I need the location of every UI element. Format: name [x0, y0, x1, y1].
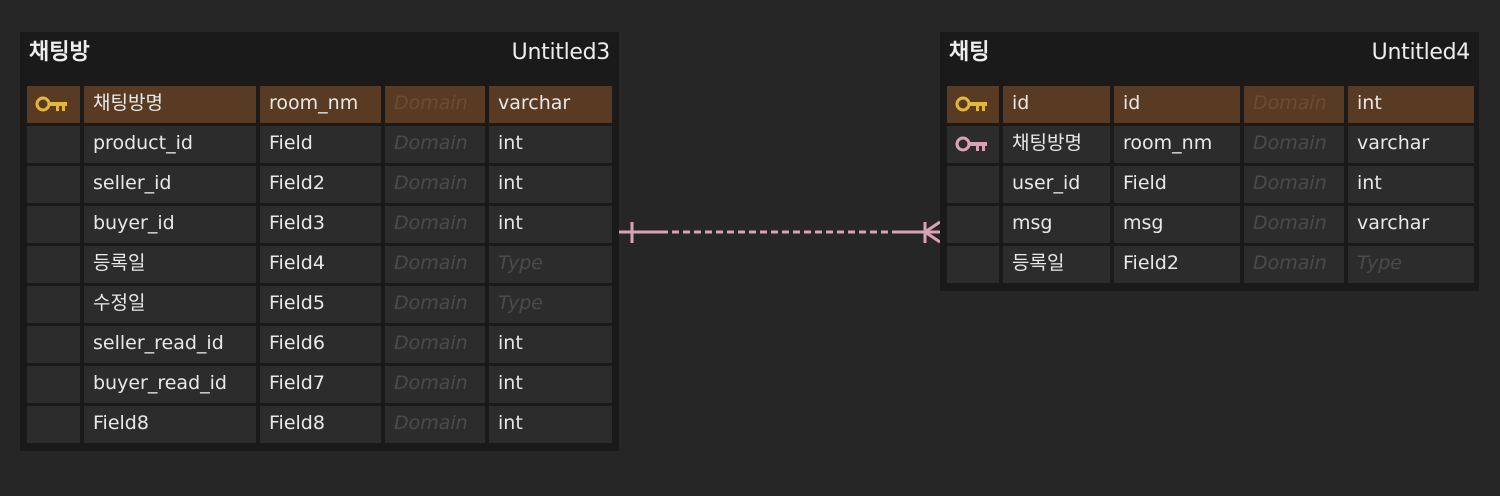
physical-name-cell[interactable]: Field2: [1114, 246, 1240, 283]
domain-cell[interactable]: Domain: [385, 86, 485, 123]
data-type-cell[interactable]: varchar: [489, 86, 612, 123]
table-name[interactable]: 채팅: [949, 40, 990, 65]
domain-cell[interactable]: Domain: [1244, 246, 1344, 283]
data-type-cell[interactable]: varchar: [1348, 206, 1474, 243]
key-cell[interactable]: [947, 246, 999, 283]
data-type-cell[interactable]: int: [489, 406, 612, 443]
physical-name-cell[interactable]: Field6: [260, 326, 381, 363]
key-cell[interactable]: [947, 166, 999, 203]
key-cell[interactable]: [947, 206, 999, 243]
domain-cell[interactable]: Domain: [1244, 126, 1344, 163]
key-cell[interactable]: [947, 126, 999, 163]
domain-cell[interactable]: Domain: [385, 126, 485, 163]
key-cell[interactable]: [27, 166, 80, 203]
logical-name-cell[interactable]: 채팅방명: [84, 86, 256, 123]
table-comment[interactable]: Untitled3: [511, 40, 611, 65]
logical-name-cell[interactable]: 수정일: [84, 286, 256, 323]
physical-name-cell[interactable]: Field4: [260, 246, 381, 283]
domain-cell[interactable]: Domain: [385, 286, 485, 323]
domain-cell[interactable]: Domain: [1244, 86, 1344, 123]
key-cell[interactable]: [27, 126, 80, 163]
data-type-cell[interactable]: int: [489, 366, 612, 403]
table-name[interactable]: 채팅방: [29, 40, 90, 65]
data-type-cell[interactable]: varchar: [1348, 126, 1474, 163]
key-cell[interactable]: [27, 246, 80, 283]
physical-name-cell[interactable]: Field8: [260, 406, 381, 443]
domain-cell[interactable]: Domain: [385, 406, 485, 443]
logical-name-cell[interactable]: 채팅방명: [1003, 126, 1110, 163]
logical-name-cell[interactable]: 등록일: [84, 246, 256, 283]
physical-name-cell[interactable]: Field2: [260, 166, 381, 203]
data-type-cell[interactable]: Type: [489, 246, 612, 283]
table-header[interactable]: 채팅방 Untitled3: [20, 32, 619, 76]
physical-name-cell[interactable]: Field3: [260, 206, 381, 243]
logical-name-cell[interactable]: buyer_id: [84, 206, 256, 243]
domain-cell[interactable]: Domain: [385, 246, 485, 283]
data-type-cell[interactable]: Type: [489, 286, 612, 323]
key-cell[interactable]: [27, 366, 80, 403]
key-cell[interactable]: [27, 86, 80, 123]
logical-name-cell[interactable]: msg: [1003, 206, 1110, 243]
data-type-cell[interactable]: int: [1348, 166, 1474, 203]
logical-name-cell[interactable]: seller_read_id: [84, 326, 256, 363]
data-type-cell[interactable]: int: [489, 206, 612, 243]
logical-name-cell[interactable]: user_id: [1003, 166, 1110, 203]
domain-cell[interactable]: Domain: [1244, 166, 1344, 203]
domain-cell[interactable]: Domain: [385, 206, 485, 243]
relationship-crow-foot-lower: [924, 230, 941, 244]
logical-name-cell[interactable]: product_id: [84, 126, 256, 163]
logical-name-cell[interactable]: Field8: [84, 406, 256, 443]
physical-name-cell[interactable]: Field: [1114, 166, 1240, 203]
table-header[interactable]: 채팅 Untitled4: [940, 32, 1479, 76]
physical-name-cell[interactable]: Field: [260, 126, 381, 163]
physical-name-cell[interactable]: msg: [1114, 206, 1240, 243]
key-cell[interactable]: [27, 206, 80, 243]
data-type-cell[interactable]: int: [1348, 86, 1474, 123]
logical-name-cell[interactable]: seller_id: [84, 166, 256, 203]
domain-cell[interactable]: Domain: [385, 366, 485, 403]
key-cell[interactable]: [27, 286, 80, 323]
physical-name-cell[interactable]: Field7: [260, 366, 381, 403]
domain-cell[interactable]: Domain: [385, 166, 485, 203]
key-cell[interactable]: [27, 326, 80, 363]
logical-name-cell[interactable]: buyer_read_id: [84, 366, 256, 403]
physical-name-cell[interactable]: Field5: [260, 286, 381, 323]
logical-name-cell[interactable]: 등록일: [1003, 246, 1110, 283]
relationship-crow-foot-upper: [924, 220, 941, 234]
data-type-cell[interactable]: int: [489, 326, 612, 363]
physical-name-cell[interactable]: room_nm: [1114, 126, 1240, 163]
key-cell[interactable]: [27, 406, 80, 443]
logical-name-cell[interactable]: id: [1003, 86, 1110, 123]
data-type-cell[interactable]: Type: [1348, 246, 1474, 283]
physical-name-cell[interactable]: id: [1114, 86, 1240, 123]
physical-name-cell[interactable]: room_nm: [260, 86, 381, 123]
table-comment[interactable]: Untitled4: [1371, 40, 1471, 65]
data-type-cell[interactable]: int: [489, 126, 612, 163]
domain-cell[interactable]: Domain: [385, 326, 485, 363]
data-type-cell[interactable]: int: [489, 166, 612, 203]
domain-cell[interactable]: Domain: [1244, 206, 1344, 243]
key-cell[interactable]: [947, 86, 999, 123]
